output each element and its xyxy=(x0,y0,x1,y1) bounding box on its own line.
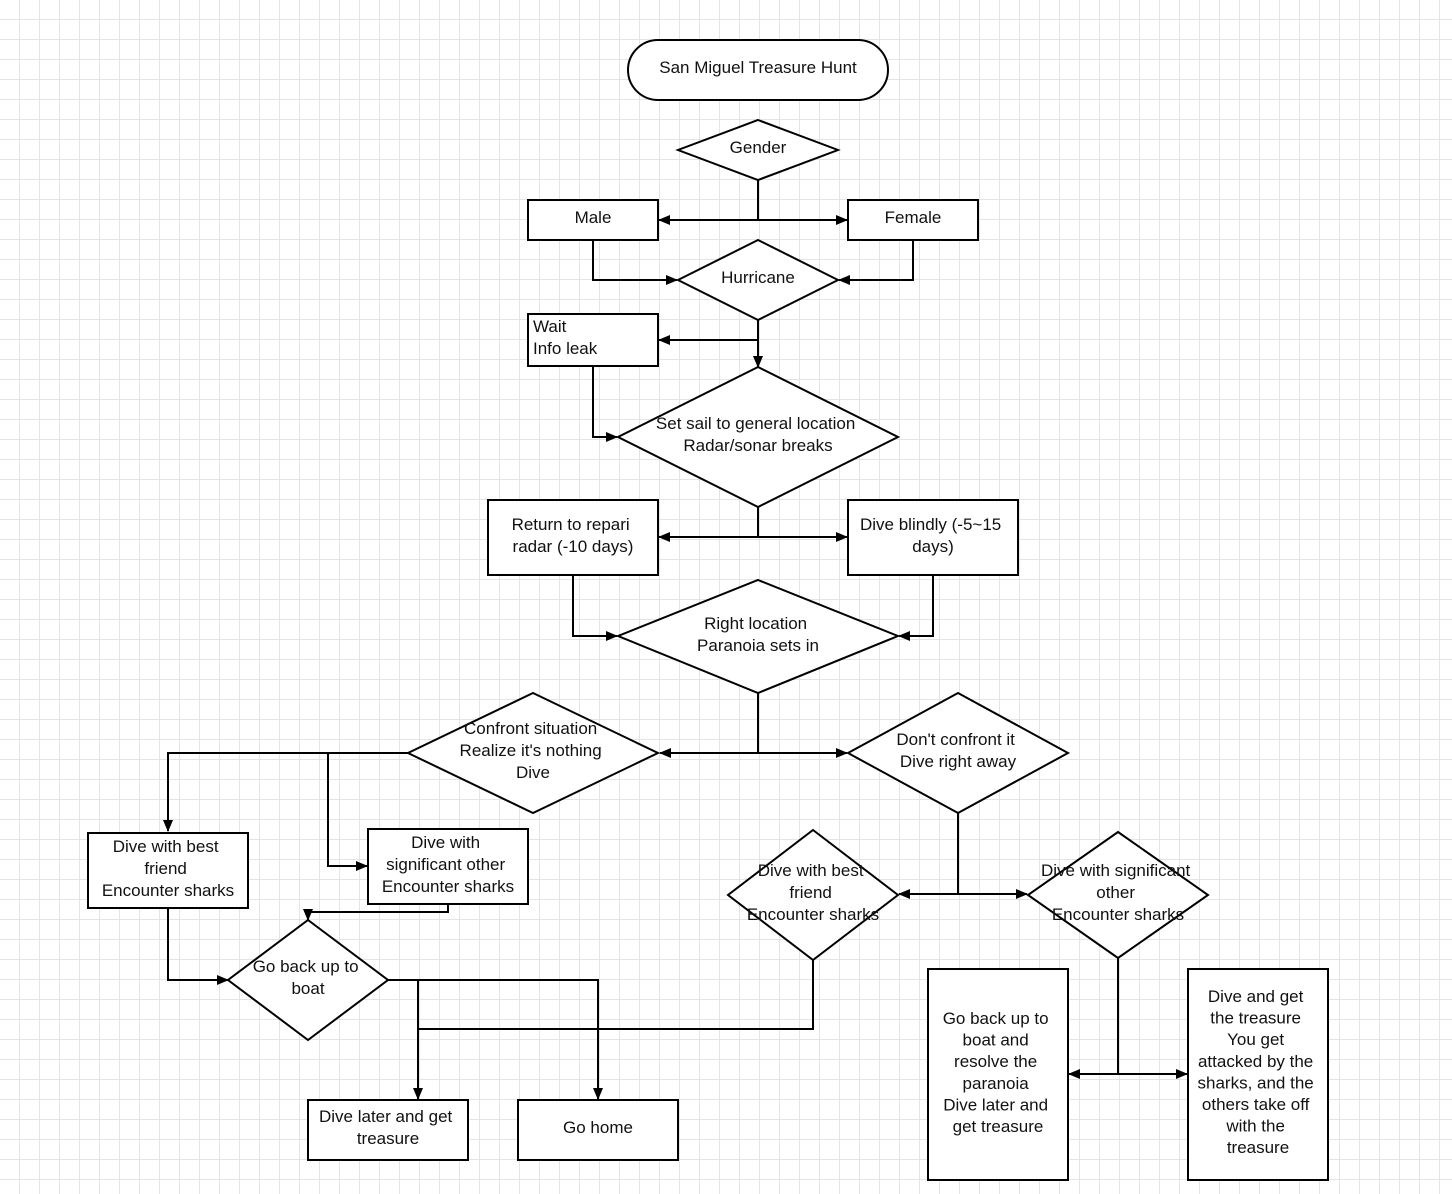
hurricane-label: Hurricane xyxy=(721,268,795,287)
dive-sig-other-left-box[interactable]: Dive with significant other Encounter sh… xyxy=(367,828,529,905)
dive-sig-other-right-decision[interactable]: Dive with significant other Encounter sh… xyxy=(1026,830,1210,960)
edge-boat-to-dive-later xyxy=(388,979,423,1100)
go-back-boat-decision[interactable]: Go back up to boat xyxy=(226,918,390,1042)
attacked-box[interactable]: Dive and get the treasure You get attack… xyxy=(1187,968,1329,1181)
return-repair-label: Return to repari radar (-10 days) xyxy=(512,515,635,556)
dont-confront-decision[interactable]: Don't confront it Dive right away xyxy=(845,691,1071,815)
edge-return-to-right-location xyxy=(572,575,618,641)
edge-female-to-hurricane xyxy=(838,240,914,285)
gender-label: Gender xyxy=(730,138,787,157)
female-label: Female xyxy=(885,208,942,227)
wait-box[interactable]: Wait Info leak xyxy=(527,313,659,367)
edge-boat-to-go-home xyxy=(418,979,603,1100)
attacked-label: Dive and get the treasure You get attack… xyxy=(1198,987,1319,1157)
dive-best-friend-right-label: Dive with best friend Encounter sharks xyxy=(747,861,879,924)
edge-confront-to-sig-other xyxy=(327,753,368,871)
dive-later-label: Dive later and get treasure xyxy=(319,1107,457,1148)
edge-confront-to-best-friend xyxy=(163,752,408,832)
edge-wait-to-set-sail xyxy=(592,366,618,442)
edge-dive-blindly-to-right-location xyxy=(898,575,934,641)
nodes: San Miguel Treasure Hunt Gender Male Fem… xyxy=(87,39,1329,1181)
dive-best-friend-left-label: Dive with best friend Encounter sharks xyxy=(102,837,234,900)
resolve-paranoia-box[interactable]: Go back up to boat and resolve the paran… xyxy=(927,968,1069,1181)
right-location-decision[interactable]: Right location Paranoia sets in xyxy=(615,578,901,695)
edge-best-friend-to-boat xyxy=(167,908,229,985)
confront-label: Confront situation Realize it's nothing … xyxy=(460,719,607,782)
dont-confront-label: Don't confront it Dive right away xyxy=(896,730,1019,771)
hurricane-decision[interactable]: Hurricane xyxy=(675,238,841,322)
dive-blindly-box[interactable]: Dive blindly (-5~15 days) xyxy=(847,499,1019,576)
set-sail-label: Set sail to general location Radar/sonar… xyxy=(656,414,860,455)
wait-label: Wait Info leak xyxy=(533,317,598,358)
gender-decision[interactable]: Gender xyxy=(675,118,841,182)
dive-sig-other-left-label: Dive with significant other Encounter sh… xyxy=(382,833,514,896)
edges xyxy=(163,180,1188,1100)
dive-best-friend-left-box[interactable]: Dive with best friend Encounter sharks xyxy=(87,832,249,909)
title-node[interactable]: San Miguel Treasure Hunt xyxy=(627,39,889,101)
right-location-label: Right location Paranoia sets in xyxy=(697,614,819,655)
page-title: San Miguel Treasure Hunt xyxy=(659,58,857,77)
set-sail-decision[interactable]: Set sail to general location Radar/sonar… xyxy=(615,365,901,509)
go-home-label: Go home xyxy=(563,1118,633,1137)
male-box[interactable]: Male xyxy=(527,199,659,241)
dive-sig-other-right-label: Dive with significant other Encounter sh… xyxy=(1041,861,1195,924)
edge-sig-other-to-boat xyxy=(303,904,449,921)
edge-right-best-friend-to-outcomes xyxy=(418,960,814,1030)
resolve-paranoia-label: Go back up to boat and resolve the paran… xyxy=(943,1009,1054,1136)
dive-best-friend-right-decision[interactable]: Dive with best friend Encounter sharks xyxy=(726,828,900,962)
edge-male-to-hurricane xyxy=(592,240,678,285)
go-home-box[interactable]: Go home xyxy=(517,1099,679,1161)
female-box[interactable]: Female xyxy=(847,199,979,241)
return-repair-box[interactable]: Return to repari radar (-10 days) xyxy=(487,499,659,576)
go-back-boat-label: Go back up to boat xyxy=(253,957,364,998)
dive-later-box[interactable]: Dive later and get treasure xyxy=(307,1099,469,1161)
male-label: Male xyxy=(575,208,612,227)
confront-decision[interactable]: Confront situation Realize it's nothing … xyxy=(405,691,661,815)
dive-blindly-label: Dive blindly (-5~15 days) xyxy=(860,515,1006,556)
